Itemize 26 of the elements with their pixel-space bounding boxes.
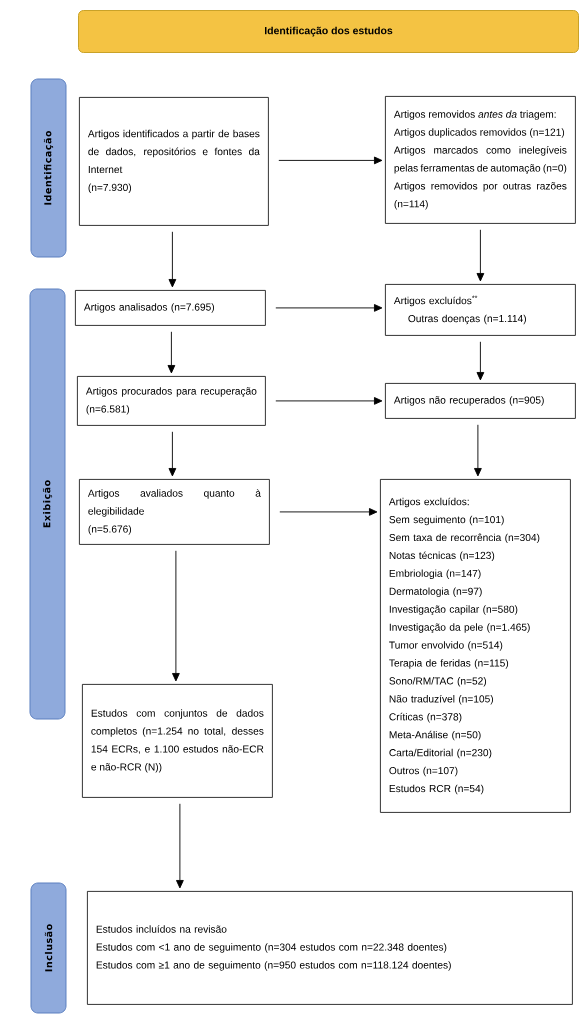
process-box: Artigos não recuperados (n=905) [385,383,576,419]
arrow [278,156,383,165]
stage-band: Inclusão [30,882,67,1014]
stage-band: Identificação [30,78,67,258]
arrow [168,231,177,288]
process-box: Artigos procurados para recuperação (n=6.581) [77,376,266,426]
arrow [275,397,383,405]
arrow [476,229,485,282]
arrow [168,431,177,477]
process-box: Artigos avaliados quanto à elegibilidade (n=5.676) [79,479,270,545]
process-box: Artigos removidos antes da triagem: Artigos duplicados removidos (n=121) Artigos marcados como inelegíveis pelas ferramentas de automação (n=0) Artigos removidos por outras razões (n=114) [385,96,576,224]
process-box: Artigos excluídos: Sem seguimento (n=101) Sem taxa de recorrência (n=304) Notas técnicas (n=123) Embriologia (n=147) Dermatologia (n=97) Investigação capilar (n=580) Investigação da pele (n=1.465) Tumor envolvido (n=514) Terapia de feridas (n=115) Sono/RM/TAC (n=52) Não traduzível (n=105) Críticas (n=378) Meta-Análise (n=50) Carta/Editorial (n=230) Outros (n=107) Estudos RCR (n=54) [380,479,571,813]
process-box: Estudos com conjuntos de dados completos (n=1.254 no total, desses 154 ECRs, e 1.100 estudos não-ECR e não-RCR (N)) [82,684,273,798]
process-box: Artigos identificados a partir de bases de dados, repositórios e fontes da Internet (n=7.930) [79,97,269,226]
process-box: Estudos incluídos na revisão Estudos com <1 ano de seguimento (n=304 estudos com n=22.348 doentes) Estudos com ≥1 ano de seguimento (n=950 estudos com n=118.124 doentes) [87,891,573,1005]
arrow [275,304,383,312]
title-banner: Identificação dos estudos [78,10,579,53]
arrow [176,803,184,889]
process-box: Artigos analisados (n=7.695) [75,290,266,326]
arrow [279,508,378,516]
arrow [167,331,176,374]
process-box: Artigos excluídos$^{**}$ Outras doenças (n=1.114) [385,284,576,336]
arrow [172,550,180,682]
arrow [476,341,485,381]
stage-band: Exibição [29,288,66,720]
arrow [474,424,482,477]
